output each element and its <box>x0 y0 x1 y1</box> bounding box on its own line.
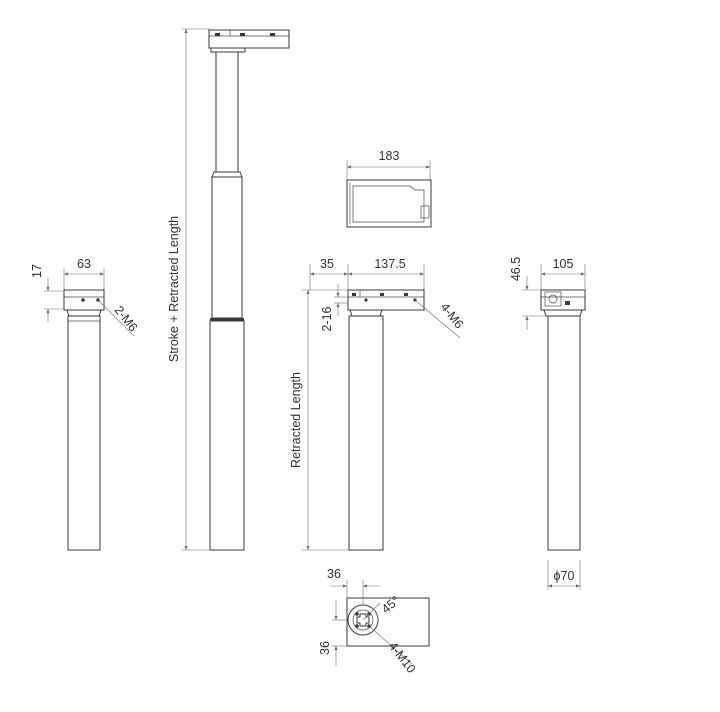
side-width-label: 63 <box>77 257 91 271</box>
right-view: 46.5 105 ϕ70 <box>509 257 586 590</box>
stroke-length-label: Stroke + Retracted Length <box>167 216 181 362</box>
right-bracket-block <box>544 291 562 307</box>
front-view: 35 137.5 2-16 4-M6 Retracted Length <box>289 257 467 551</box>
front-adjust-label: 2-16 <box>320 306 334 331</box>
diameter-label: ϕ70 <box>554 569 575 583</box>
angle-arc <box>372 608 379 621</box>
right-width-label: 105 <box>553 257 574 271</box>
base-offset-y-label: 36 <box>318 641 332 655</box>
base-view: 36 36 45° 4-M10 <box>318 567 430 676</box>
base-offset-x-label: 36 <box>327 567 341 581</box>
base-thread-leader <box>368 625 413 665</box>
top-view: 183 <box>346 149 432 228</box>
side-thread-label: 2-M6 <box>112 303 141 334</box>
side-thread-leader <box>97 299 135 337</box>
right-collar <box>543 309 583 317</box>
front-span-label: 137.5 <box>374 257 405 271</box>
top-plate-outline <box>346 179 432 228</box>
retracted-length-label: Retracted Length <box>289 372 303 468</box>
top-plate-inner <box>352 185 425 223</box>
side-collar <box>66 309 102 317</box>
front-collar <box>349 309 383 317</box>
extended-mount-bracket <box>208 29 290 49</box>
right-column-tube <box>547 315 581 551</box>
front-offset-label: 35 <box>320 257 334 271</box>
side-column-tube <box>67 315 101 551</box>
front-thread-leader <box>414 299 461 339</box>
front-mount-bracket <box>347 289 425 311</box>
side-height-label: 17 <box>30 264 44 278</box>
top-width-label: 183 <box>379 149 400 163</box>
side-view-left: 17 63 2-M6 <box>30 257 141 551</box>
extended-view: Stroke + Retracted Length <box>167 28 290 551</box>
extended-stage-joint <box>210 318 244 321</box>
right-mount-bracket <box>540 289 586 311</box>
extended-inner-stage <box>215 51 239 173</box>
right-height-label: 46.5 <box>509 257 523 281</box>
extended-middle-stage <box>211 176 243 319</box>
front-thread-label: 4-M6 <box>438 300 467 331</box>
extended-outer-stage <box>209 320 245 551</box>
front-column-tube <box>348 315 384 551</box>
